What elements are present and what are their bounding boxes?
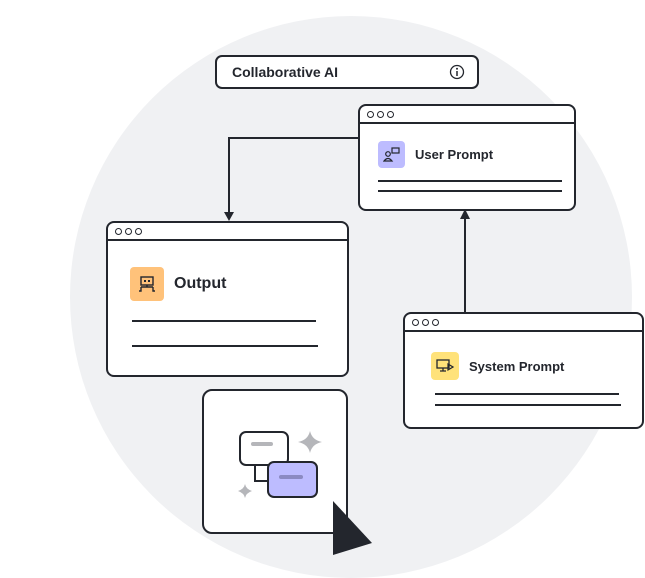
cursor-pointer-icon: [333, 501, 372, 555]
system-prompt-window: System Prompt: [403, 312, 644, 429]
window-dot: [387, 110, 394, 118]
window-dot: [422, 318, 429, 326]
window-dot: [377, 110, 384, 118]
window-dot: [135, 227, 142, 235]
user-prompt-label: User Prompt: [415, 147, 494, 162]
output-label: Output: [174, 275, 227, 292]
window-dot: [412, 318, 419, 326]
system-prompt-label: System Prompt: [469, 358, 565, 374]
window-dot: [125, 227, 132, 235]
arrowhead-output: [224, 212, 234, 221]
robot-icon: [130, 267, 164, 301]
collaboration-card: [202, 389, 348, 534]
user-chat-icon: [378, 141, 405, 168]
output-window: Output: [106, 221, 349, 377]
chat-bubbles-sparkle-icon: [238, 431, 322, 498]
window-dot: [432, 318, 439, 326]
arrow-user-to-output: [228, 137, 359, 214]
user-prompt-window: User Prompt: [358, 104, 576, 211]
window-dot: [115, 227, 122, 235]
monitor-play-icon: [431, 352, 459, 380]
info-icon[interactable]: [449, 64, 465, 80]
arrowhead-user: [460, 209, 470, 219]
window-dot: [367, 110, 374, 118]
title-bar: Collaborative AI: [215, 55, 479, 89]
title: Collaborative AI: [232, 64, 339, 80]
